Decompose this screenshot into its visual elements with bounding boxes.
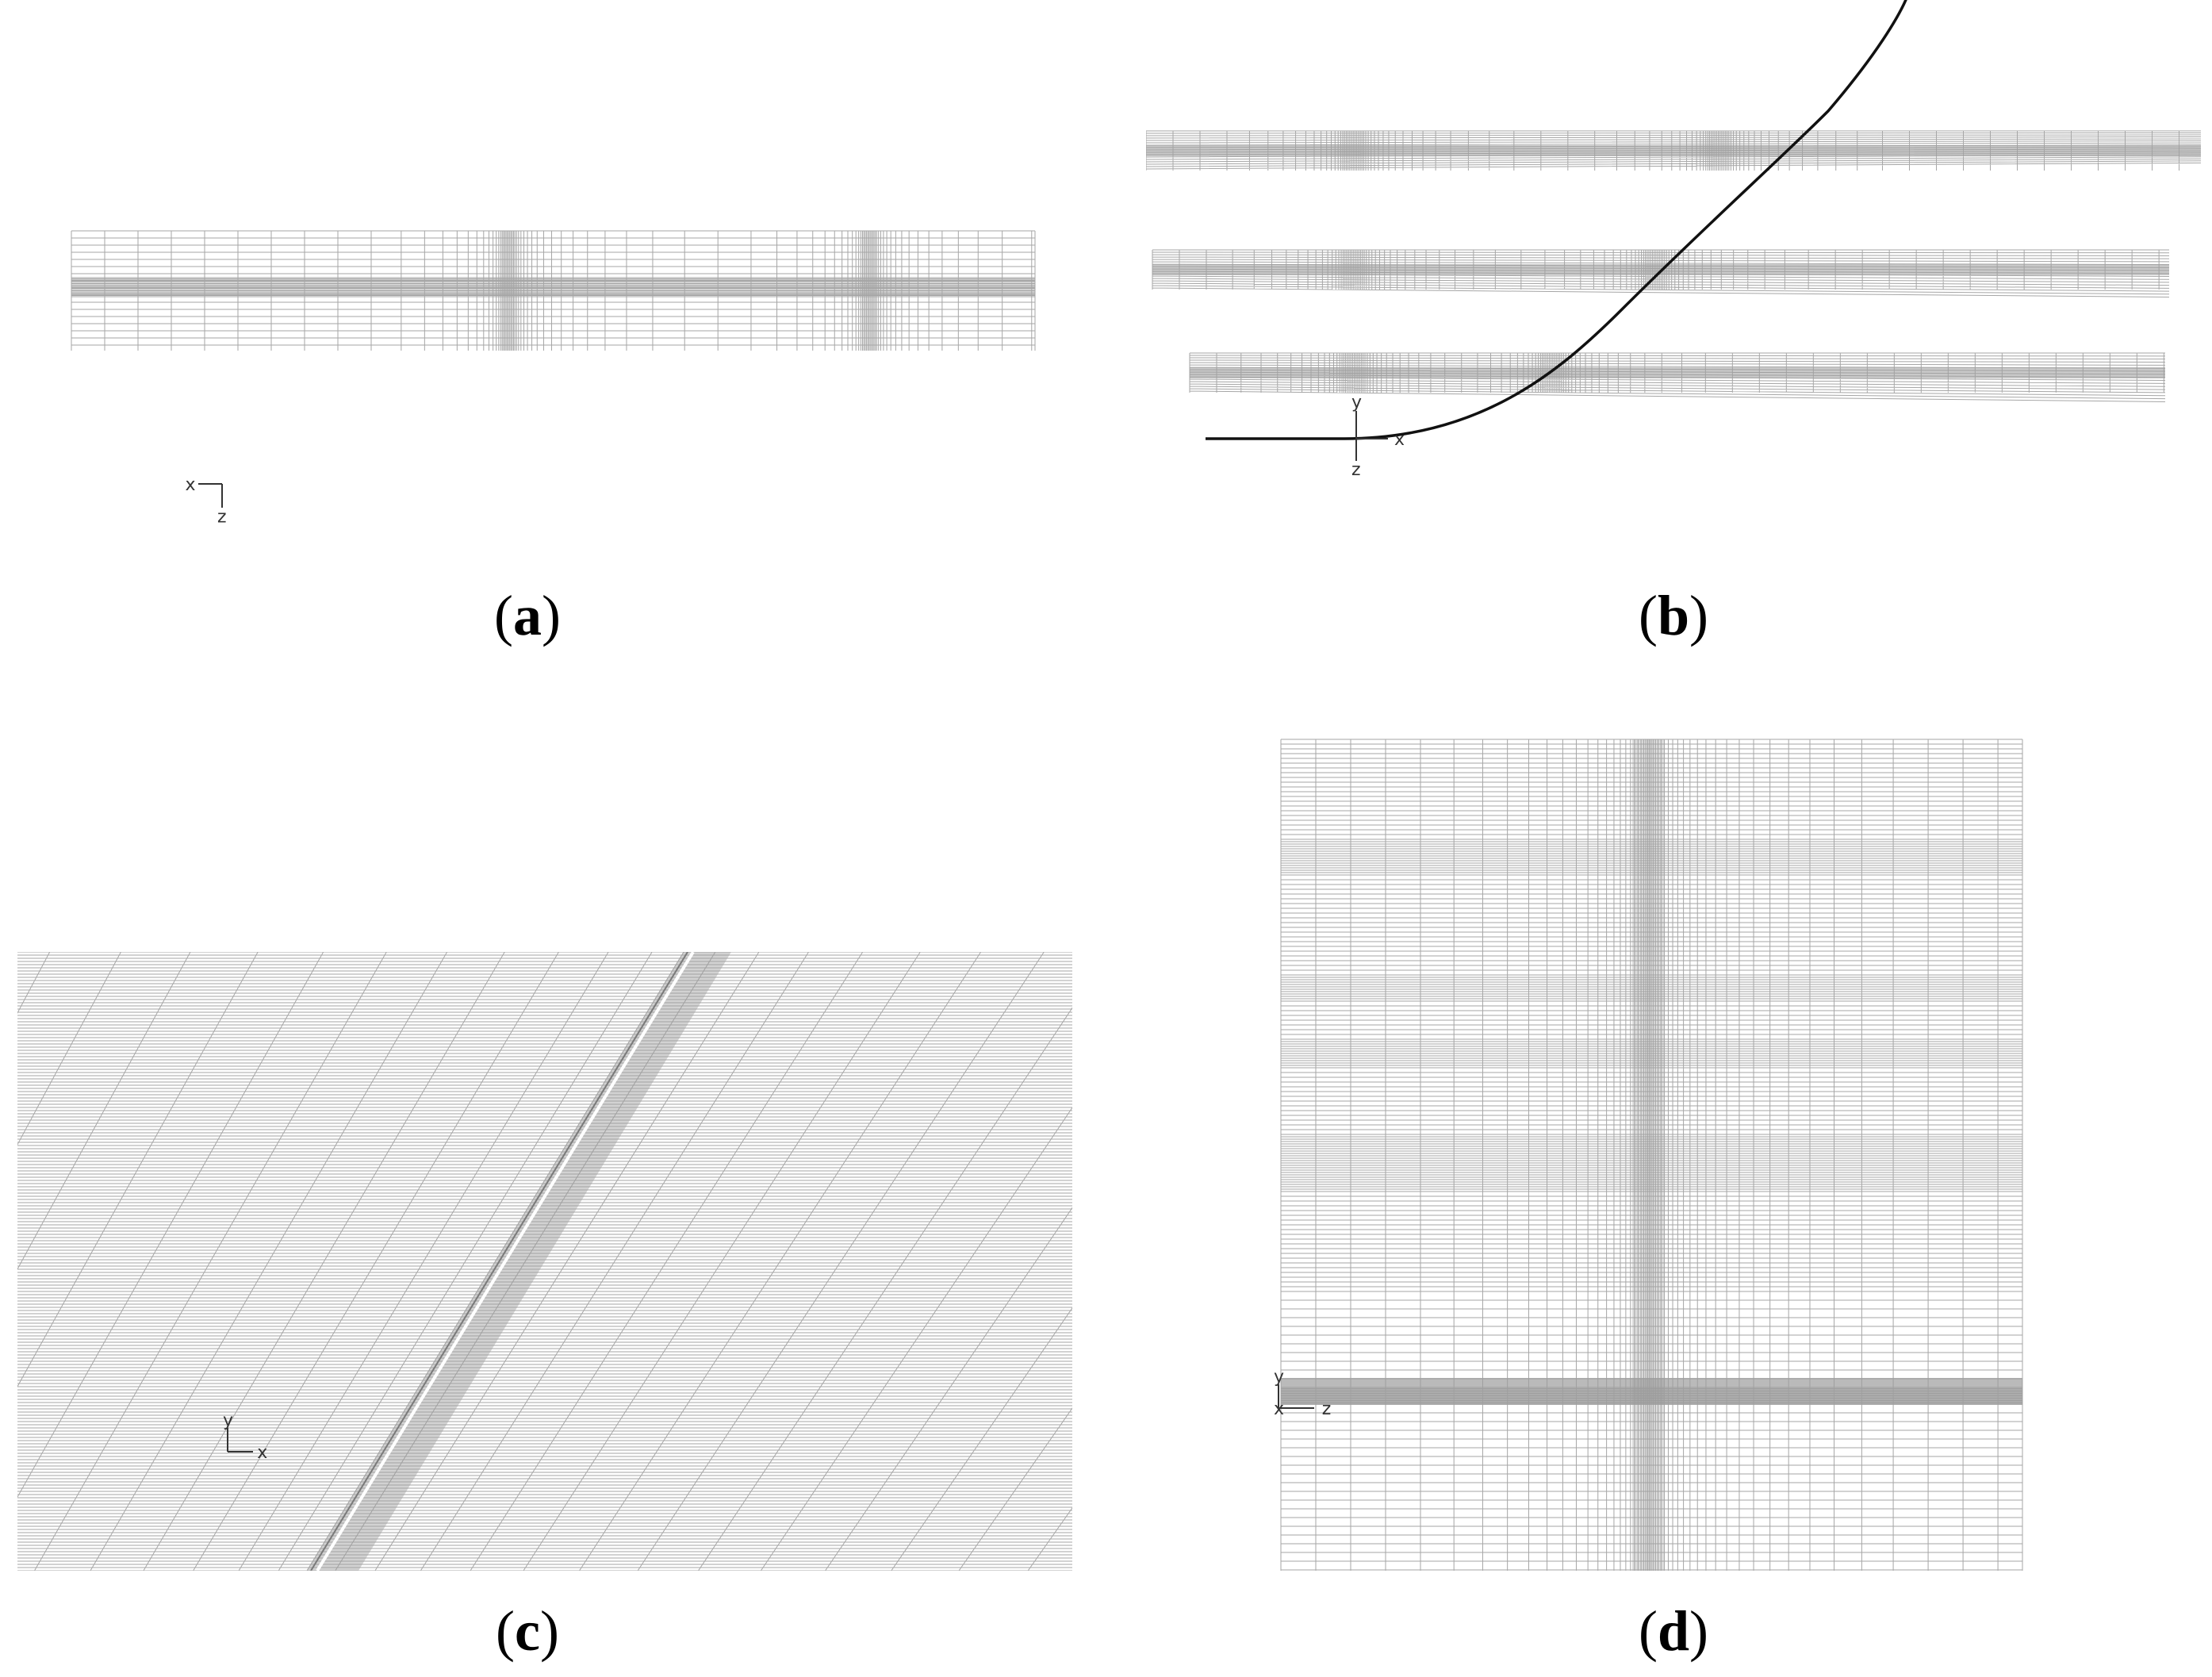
axis-triad-icon: xz — [186, 475, 227, 528]
mesh-layer — [1189, 352, 2166, 402]
dense-band — [1632, 739, 1664, 1571]
mesh-perspective-view: y z x — [1146, 0, 2202, 480]
mesh-closeup-view: yx — [17, 952, 1072, 1571]
dense-band — [1281, 1378, 2022, 1405]
mesh-top-view: yx z — [1274, 739, 2023, 1571]
axis-triad-icon: y z x — [1351, 393, 1405, 480]
mesh-layer — [1146, 130, 2202, 171]
caption-b: (b) — [1638, 584, 1708, 647]
mesh-lines — [71, 230, 1036, 351]
oblique-edge-line — [310, 952, 688, 1571]
axis-label: z — [217, 508, 227, 528]
axis-label: y — [1351, 393, 1362, 413]
mesh-layer — [1152, 249, 2170, 298]
axis-triad-icon: yx z — [1274, 1368, 1331, 1420]
axis-label: x — [1274, 1399, 1284, 1419]
panel-b: y z x — [1146, 0, 2212, 555]
dense-band — [1146, 145, 2201, 156]
dense-band — [1190, 367, 2165, 378]
axis-label: y — [1274, 1368, 1284, 1387]
curved-line — [1206, 0, 1907, 440]
axis-label: z — [1351, 460, 1361, 480]
caption-c: (c) — [496, 1599, 559, 1663]
axis-label: y — [223, 1411, 233, 1431]
mesh-side-view: xz — [71, 230, 1036, 528]
caption-a: (a) — [494, 584, 561, 647]
axis-triad-icon: yx — [223, 1411, 267, 1464]
axis-label: x — [257, 1443, 267, 1463]
dense-band — [307, 952, 731, 1571]
axis-label: x — [1394, 430, 1405, 450]
caption-d: (d) — [1638, 1599, 1708, 1663]
axis-label: z — [1322, 1399, 1332, 1419]
mesh-lines — [17, 952, 1072, 1571]
axis-label: x — [186, 475, 196, 495]
oblique-gap-line — [316, 952, 695, 1571]
